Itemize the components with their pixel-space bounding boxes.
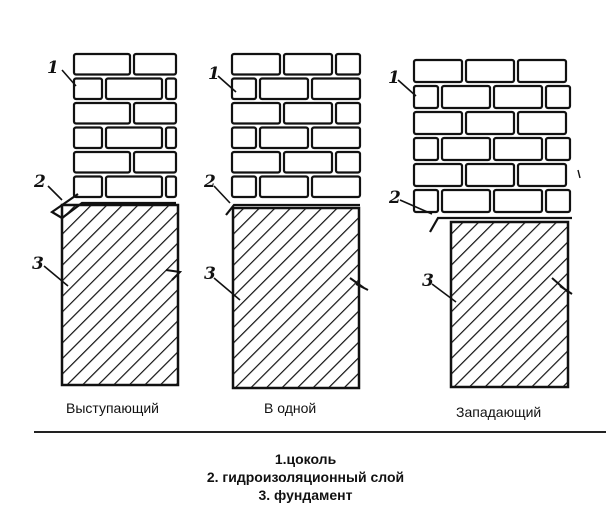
brick bbox=[464, 110, 516, 136]
brick bbox=[104, 175, 164, 199]
brick bbox=[230, 150, 282, 174]
leader-3-2 bbox=[399, 199, 433, 215]
brick bbox=[412, 58, 464, 84]
brick bbox=[282, 101, 334, 125]
foundation-1 bbox=[60, 203, 180, 387]
foundation-2 bbox=[231, 206, 361, 390]
leader-1-3 bbox=[43, 265, 69, 287]
stray-mark bbox=[577, 169, 581, 179]
brick bbox=[440, 84, 492, 110]
brick bbox=[282, 52, 334, 76]
brick bbox=[440, 188, 492, 214]
brick bbox=[440, 136, 492, 162]
brick bbox=[230, 52, 282, 76]
brick bbox=[492, 84, 544, 110]
brick bbox=[104, 77, 164, 101]
brick bbox=[310, 77, 362, 101]
callout-3-plinth: 1 bbox=[388, 68, 400, 88]
variant-recessed bbox=[397, 58, 581, 389]
brick bbox=[544, 188, 572, 214]
foundation-break-1 bbox=[165, 269, 183, 281]
brick bbox=[412, 84, 440, 110]
leader-1-2 bbox=[47, 185, 63, 201]
brick bbox=[72, 52, 132, 76]
foundation-break-2 bbox=[349, 277, 369, 291]
brick bbox=[230, 126, 258, 150]
brick bbox=[230, 101, 282, 125]
leader-2-2 bbox=[213, 185, 231, 204]
brick bbox=[282, 150, 334, 174]
waterproofing-2 bbox=[225, 203, 360, 216]
foundation-break-3 bbox=[551, 277, 573, 295]
callout-1-waterproofing: 2 bbox=[34, 172, 46, 192]
brick bbox=[258, 126, 310, 150]
brick bbox=[334, 52, 362, 76]
brick bbox=[72, 126, 104, 150]
brick bbox=[412, 110, 464, 136]
brick bbox=[492, 188, 544, 214]
brick bbox=[72, 77, 104, 101]
variant-flush bbox=[213, 52, 369, 390]
brick bbox=[258, 175, 310, 199]
brick bbox=[310, 126, 362, 150]
brick bbox=[412, 136, 440, 162]
callout-1-plinth: 1 bbox=[47, 58, 59, 78]
plinth-wall-1 bbox=[72, 52, 178, 199]
brick bbox=[132, 150, 178, 174]
brick bbox=[516, 110, 568, 136]
variant-projecting bbox=[43, 52, 183, 387]
brick bbox=[164, 77, 178, 101]
brick bbox=[544, 136, 572, 162]
brick bbox=[464, 58, 516, 84]
brick bbox=[412, 188, 440, 214]
callout-3-foundation: 3 bbox=[422, 271, 434, 291]
brick bbox=[104, 126, 164, 150]
brick bbox=[544, 84, 572, 110]
brick bbox=[464, 162, 516, 188]
brick bbox=[334, 101, 362, 125]
legend-divider bbox=[34, 431, 606, 433]
callout-2-plinth: 1 bbox=[208, 64, 220, 84]
legend-item-plinth: 1.цоколь bbox=[274, 451, 337, 467]
callout-1-foundation: 3 bbox=[32, 254, 44, 274]
brick bbox=[230, 77, 258, 101]
caption-recessed: Западающий bbox=[456, 404, 542, 420]
brick bbox=[412, 162, 464, 188]
plinth-wall-3 bbox=[412, 58, 572, 214]
legend-item-waterproofing: 2. гидроизоляционный слой bbox=[206, 469, 405, 485]
brick bbox=[164, 175, 178, 199]
callout-3-waterproofing: 2 bbox=[389, 188, 401, 208]
foundation-3 bbox=[449, 220, 570, 389]
brick bbox=[334, 150, 362, 174]
waterproofing-1 bbox=[49, 193, 176, 220]
caption-flush: В одной bbox=[264, 400, 317, 416]
callout-2-waterproofing: 2 bbox=[204, 172, 216, 192]
brick bbox=[258, 77, 310, 101]
brick bbox=[310, 175, 362, 199]
plinth-wall-2 bbox=[230, 52, 362, 199]
brick bbox=[72, 101, 132, 125]
leader-1-1 bbox=[61, 69, 77, 87]
brick bbox=[72, 175, 104, 199]
leader-2-3 bbox=[213, 277, 241, 301]
waterproofing-3 bbox=[429, 216, 572, 233]
callout-2-foundation: 3 bbox=[204, 264, 216, 284]
brick bbox=[164, 126, 178, 150]
brick bbox=[132, 101, 178, 125]
brick bbox=[230, 175, 258, 199]
leader-3-1 bbox=[397, 79, 417, 97]
legend-item-foundation: 3. фундамент bbox=[258, 487, 353, 503]
leader-3-3 bbox=[431, 283, 457, 303]
brick bbox=[492, 136, 544, 162]
brick bbox=[132, 52, 178, 76]
brick bbox=[516, 58, 568, 84]
caption-projecting: Выступающий bbox=[66, 400, 159, 416]
brick bbox=[72, 150, 132, 174]
leader-2-1 bbox=[217, 75, 237, 93]
brick bbox=[516, 162, 568, 188]
